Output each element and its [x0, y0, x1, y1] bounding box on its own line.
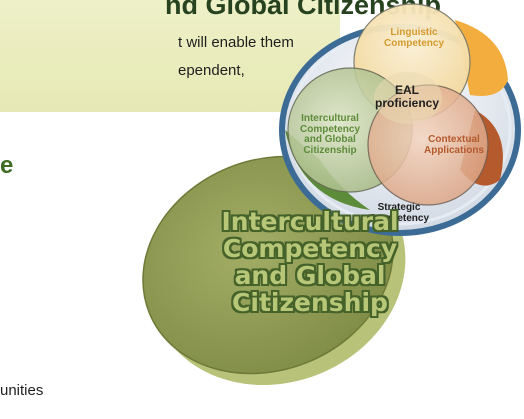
big-label-line-2: Competency: [222, 234, 398, 263]
section-heading: e: [0, 152, 14, 179]
label-eal: EAL proficiency: [375, 83, 440, 110]
body-text-line-2: ependent,: [178, 62, 245, 79]
body-text-line-1: t will enable them: [178, 34, 294, 51]
page-heading: nd Global Citizenship: [165, 0, 441, 20]
big-label-line-3: and Global: [234, 261, 386, 290]
eal-overlap: [374, 72, 442, 124]
label-linguistic: Linguistic Competency: [383, 27, 444, 49]
body-text-bottom: unities: [0, 382, 44, 399]
big-ellipse-label: Intercultural Competency and Global Citi…: [210, 208, 410, 316]
text-panel: [0, 0, 340, 112]
venn-diagram: [279, 3, 521, 236]
label-strategic: Strategic Competency: [368, 202, 429, 224]
big-label-line-4: Citizenship: [232, 288, 388, 317]
big-label-line-1: Intercultural: [221, 207, 399, 236]
label-contextual: Contextual Applications: [423, 134, 484, 156]
label-intercultural: Intercultural Competency and Global Citi…: [299, 113, 360, 156]
